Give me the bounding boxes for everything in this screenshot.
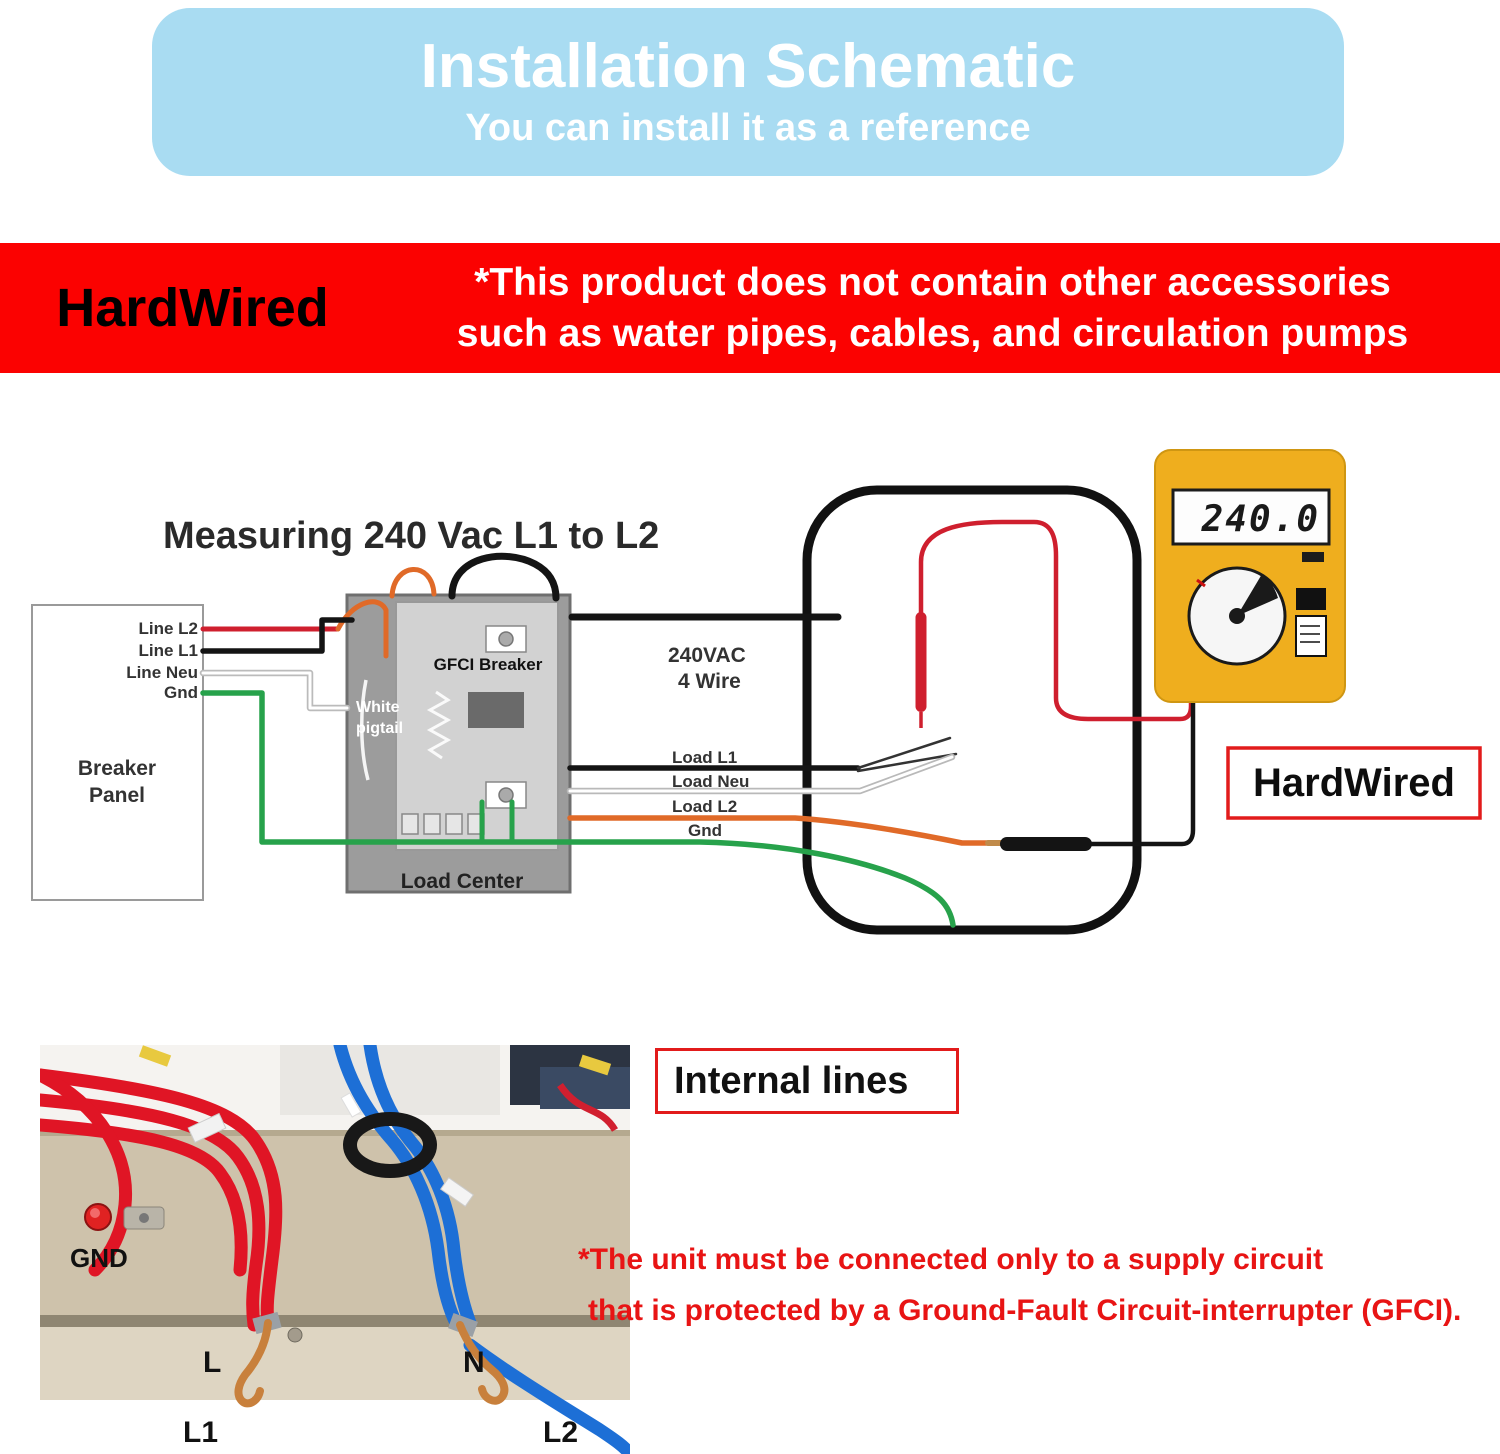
wire-line-neu — [201, 671, 349, 710]
wire-load-l2 — [567, 815, 991, 846]
black-test-probe — [1000, 837, 1092, 851]
line-neu-label: Line Neu — [126, 663, 198, 682]
load-gnd-label: Gnd — [688, 821, 722, 840]
terminal-screw-bottom — [498, 787, 514, 803]
wire-spec-line2: 4 Wire — [678, 670, 741, 693]
breaker-block — [468, 692, 524, 728]
gfci-breaker-label: GFCI Breaker — [434, 655, 543, 674]
multimeter-range-sticker — [1295, 615, 1327, 657]
load-center: GFCI Breaker White pigtail Load Center — [345, 593, 572, 894]
panel-lip — [40, 1315, 630, 1327]
hardwired-callout-label: HardWired — [1253, 761, 1455, 805]
breaker-panel-label-1: Breaker — [78, 757, 156, 780]
white-cable-clip-2 — [440, 1176, 474, 1208]
wire-load-l1-fork-1 — [856, 736, 952, 770]
dial-red-mark — [1196, 578, 1206, 588]
meter-black-lead — [1089, 699, 1196, 847]
banner-warning-text: *This product does not contain other acc… — [385, 257, 1500, 360]
line-gnd-label: Gnd — [164, 683, 198, 702]
hardwired-callout-box — [1226, 746, 1482, 820]
gfci-note: *The unit must be connected only to a su… — [578, 1234, 1498, 1336]
range-sticker-lines — [1300, 625, 1320, 643]
diagram-title: Measuring 240 Vac L1 to L2 — [163, 515, 659, 557]
breaker-panel: Line L2 Line L1 Line Neu Gnd Breaker Pan… — [31, 604, 204, 901]
load-neu-label: Load Neu — [672, 772, 749, 791]
page-title: Installation Schematic — [420, 32, 1076, 101]
banner-warning-line2: such as water pipes, cables, and circula… — [456, 312, 1409, 355]
l-label: L — [203, 1346, 221, 1379]
wire-ground — [200, 690, 956, 928]
rubber-grommet — [343, 1112, 437, 1178]
ground-clamp-screw — [139, 1213, 149, 1223]
multimeter-display — [1171, 488, 1331, 546]
breaker-panel-box — [31, 604, 204, 901]
gfci-note-line2: that is protected by a Ground-Fault Circ… — [588, 1294, 1462, 1327]
page-subtitle: You can install it as a reference — [465, 107, 1031, 149]
multimeter-dial-pointer — [1237, 574, 1278, 616]
wire-load-l1-fork-2 — [856, 752, 958, 773]
red-wires — [40, 1068, 283, 1332]
wiring-diagram: Measuring 240 Vac L1 to L2 Line L2 Line … — [31, 449, 1482, 935]
wires — [199, 519, 1196, 928]
wire-black-arc — [448, 552, 560, 602]
internal-lines-caption: Internal lines — [674, 1059, 909, 1102]
l2-label: L2 — [543, 1416, 578, 1449]
ground-button-highlight — [90, 1208, 100, 1218]
gnd-label: GND — [70, 1243, 128, 1273]
terminal-screw-top — [498, 631, 514, 647]
pigtail-label-2: pigtail — [356, 720, 403, 737]
header-banner: Installation Schematic You can install i… — [152, 8, 1344, 176]
panel-screw — [287, 1327, 303, 1343]
multimeter: 240.0 — [1154, 449, 1346, 703]
multimeter-switch — [1296, 588, 1326, 610]
multimeter-reading: 240.0 — [1201, 499, 1320, 540]
l1-label: L1 — [183, 1416, 218, 1449]
pigtail-label-1: White — [356, 699, 400, 716]
l-copper-splice — [234, 1319, 272, 1408]
load-center-label: Load Center — [401, 870, 524, 893]
photo-bottom-strip — [40, 1400, 630, 1454]
top-right-components — [510, 1045, 630, 1132]
metal-panel-edge — [40, 1130, 630, 1136]
hardwired-callout: HardWired — [1226, 746, 1482, 820]
line-l1-label: Line L1 — [138, 641, 198, 660]
banner-warning-line1: *This product does not contain other acc… — [474, 260, 1391, 304]
hardwired-banner-label: HardWired — [56, 278, 329, 338]
line-l2-label: Line L2 — [138, 619, 198, 638]
white-cable-clip-3 — [340, 1092, 362, 1118]
white-pigtail-wire — [359, 679, 370, 781]
metal-panel — [40, 1130, 630, 1330]
red-test-probe — [915, 612, 927, 712]
multimeter-dial-center — [1229, 608, 1245, 624]
wire-load-neu — [568, 755, 954, 793]
internal-wiring-photo: GND L N L1 L2 — [40, 1045, 630, 1454]
gfci-note-line1: *The unit must be connected only to a su… — [578, 1243, 1324, 1276]
wire-line-l1 — [200, 617, 355, 654]
wire-spec-line1: 240VAC — [668, 644, 746, 667]
n-copper-splice — [456, 1321, 509, 1405]
white-cable-clip-1 — [187, 1112, 227, 1144]
load-l1-label: Load L1 — [672, 748, 737, 767]
blue-wires — [333, 1045, 630, 1454]
load-l2-label: Load L2 — [672, 797, 737, 816]
wire-orange-loop — [389, 567, 437, 599]
pigtail-coil — [426, 690, 452, 760]
yellow-cable-tie — [138, 1045, 172, 1067]
meter-red-lead — [918, 519, 1194, 722]
breaker-panel-label-2: Panel — [89, 784, 145, 807]
n-label: N — [463, 1346, 485, 1379]
hardwired-banner: HardWired *This product does not contain… — [0, 243, 1500, 373]
multimeter-button — [1302, 552, 1324, 562]
internal-lines-caption-box: Internal lines — [655, 1048, 959, 1114]
